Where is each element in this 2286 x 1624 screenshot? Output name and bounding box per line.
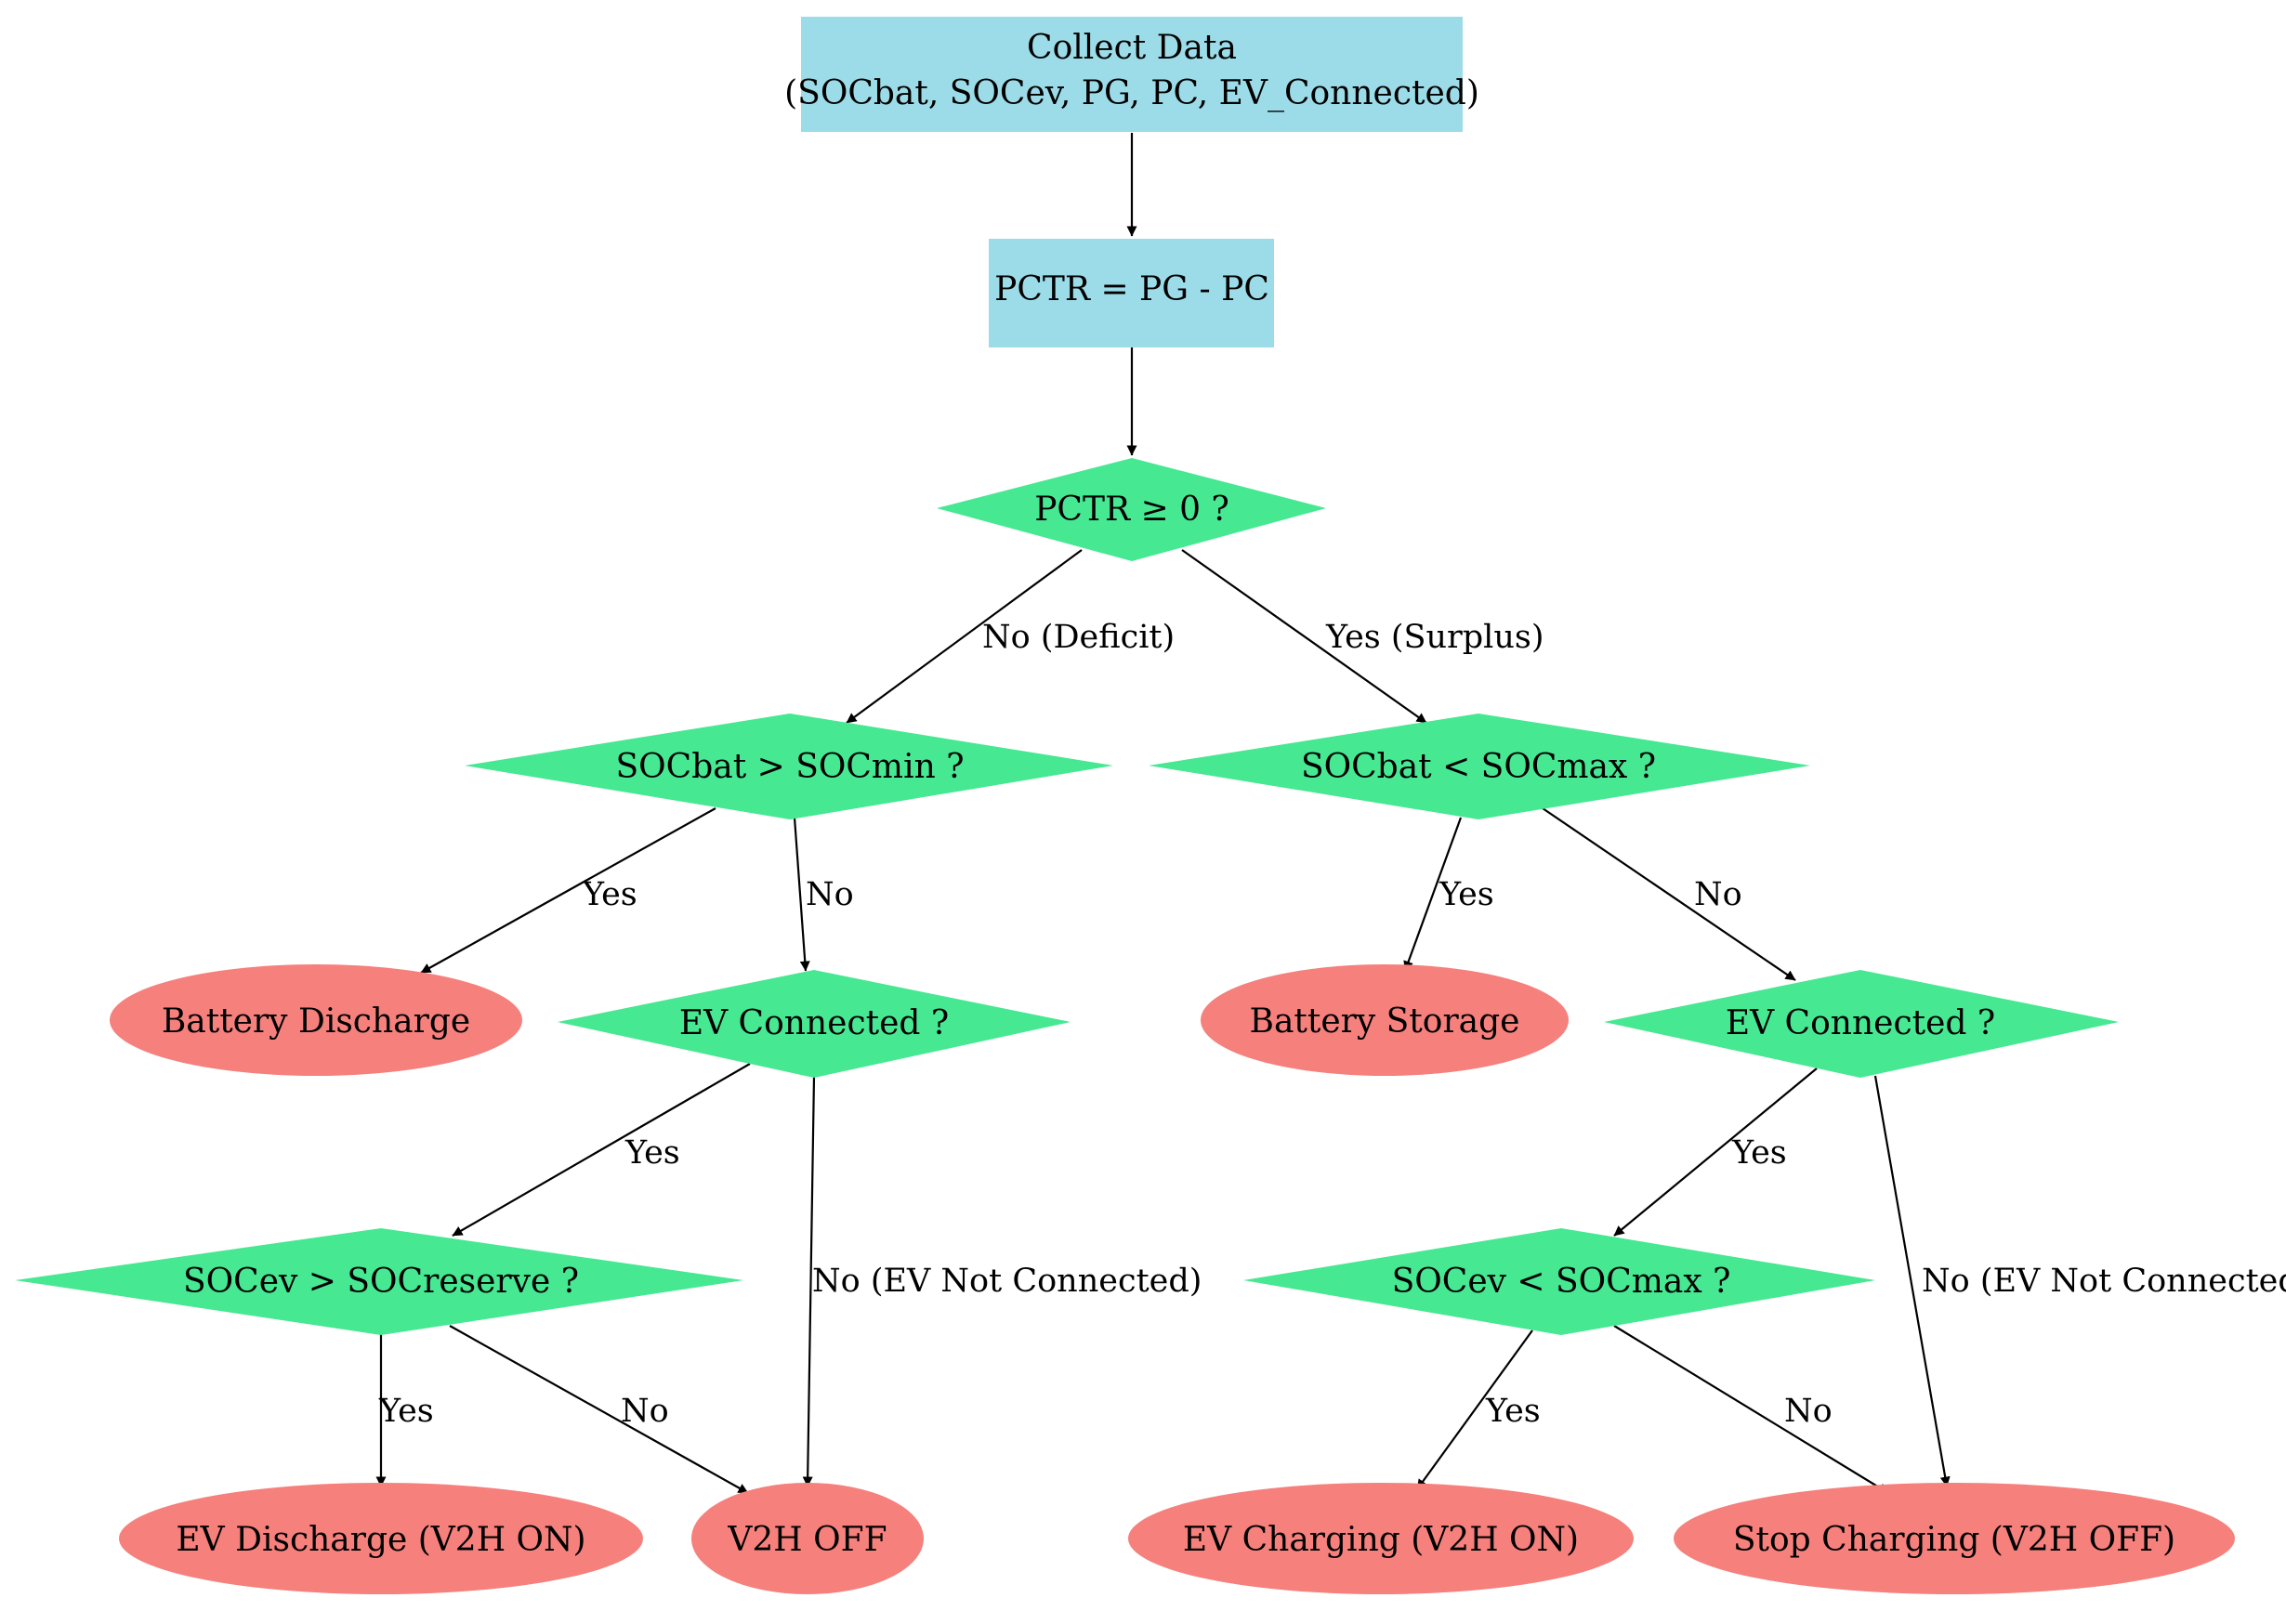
edge-ev-left-yes [452,1063,751,1237]
edge-pctr-yes [1181,549,1427,724]
edge-label-ev-right-yes: Yes [1731,1134,1787,1172]
edge-label-socbat-min-yes: Yes [582,876,637,913]
ev-connected-right-label: EV Connected ? [1726,1004,1995,1042]
edge-socbat-max-no [1542,807,1796,981]
edges [375,133,1951,1494]
edge-label-ev-right-no: No (EV Not Connected) [1922,1263,2286,1300]
edge-label-pctr-no: No (Deficit) [982,619,1175,656]
edge-label-socbat-max-yes: Yes [1439,876,1494,913]
edge-labels: No (Deficit) Yes (Surplus) Yes No Yes No… [378,619,2286,1430]
v2h-off-label: V2H OFF [727,1521,887,1559]
edge-label-ev-left-no: No (EV Not Connected) [812,1263,1202,1300]
nodes: Collect Data (SOCbat, SOCev, PG, PC, EV_… [15,17,2235,1594]
socbat-min-diamond: SOCbat > SOCmin ? [465,714,1113,819]
stop-charging-label: Stop Charging (V2H OFF) [1733,1521,2175,1559]
edge-label-pctr-yes: Yes (Surplus) [1325,619,1544,656]
ev-charging-ellipse: EV Charging (V2H ON) [1128,1483,1634,1594]
edge-socev-max-no [1613,1325,1889,1494]
socev-reserve-label: SOCev > SOCreserve ? [183,1263,579,1301]
battery-storage-ellipse: Battery Storage [1201,964,1569,1076]
edge-label-socev-reserve-yes: Yes [378,1393,434,1430]
socbat-max-diamond: SOCbat < SOCmax ? [1149,714,1810,819]
ev-connected-left-diamond: EV Connected ? [558,970,1071,1078]
pctr-check-label: PCTR ≥ 0 ? [1034,491,1229,529]
collect-data-subtitle: (SOCbat, SOCev, PG, PC, EV_Connected) [784,74,1479,112]
battery-storage-label: Battery Storage [1250,1002,1520,1041]
edge-ev-right-no [1873,1075,1951,1487]
socev-max-label: SOCev < SOCmax ? [1392,1263,1731,1301]
ev-connected-left-label: EV Connected ? [679,1004,949,1042]
edge-socbat-max-yes [1403,817,1463,972]
collect-data-title: Collect Data [1027,29,1237,67]
battery-discharge-ellipse: Battery Discharge [110,964,522,1076]
pctr-calc-box: PCTR = PG - PC [989,239,1274,347]
battery-discharge-label: Battery Discharge [162,1002,470,1041]
edge-label-ev-left-yes: Yes [624,1134,680,1172]
ev-discharge-ellipse: EV Discharge (V2H ON) [119,1483,643,1594]
socev-max-diamond: SOCev < SOCmax ? [1243,1228,1875,1335]
edge-ev-left-no [802,1075,816,1487]
ev-discharge-label: EV Discharge (V2H ON) [176,1521,585,1559]
edge-socev-reserve-no [449,1325,749,1494]
stop-charging-ellipse: Stop Charging (V2H OFF) [1674,1483,2235,1594]
edge-ev-right-yes [1613,1067,1818,1237]
edge-label-socev-max-no: No [1784,1393,1833,1430]
socbat-max-label: SOCbat < SOCmax ? [1301,748,1656,786]
pctr-check-diamond: PCTR ≥ 0 ? [937,458,1326,561]
v2h-off-ellipse: V2H OFF [691,1483,924,1594]
edge-pctr-no [846,549,1083,724]
socbat-min-label: SOCbat > SOCmin ? [615,748,964,786]
edge-label-socbat-max-no: No [1694,876,1742,913]
socev-reserve-diamond: SOCev > SOCreserve ? [15,1228,743,1335]
collect-data-box: Collect Data (SOCbat, SOCev, PG, PC, EV_… [784,17,1479,132]
edge-socbat-min-yes [420,807,716,974]
ev-connected-right-diamond: EV Connected ? [1604,970,2119,1078]
edge-socbat-min-no [793,817,810,972]
edge-label-socev-max-yes: Yes [1485,1393,1541,1430]
pctr-calc-label: PCTR = PG - PC [994,270,1269,308]
edge-label-socev-reserve-no: No [621,1393,669,1430]
ev-charging-label: EV Charging (V2H ON) [1183,1521,1579,1559]
edge-label-socbat-min-no: No [806,876,854,913]
edge-socev-max-yes [1416,1329,1533,1490]
